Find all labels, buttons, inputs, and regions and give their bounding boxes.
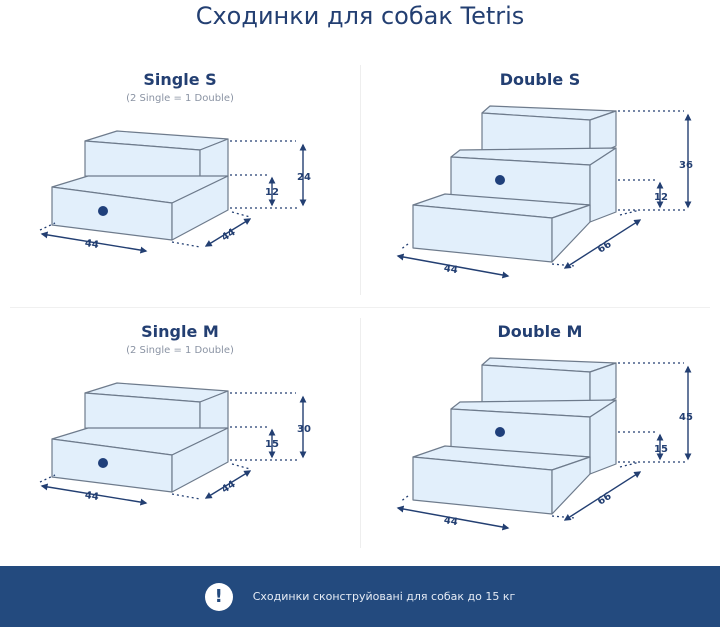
height-total-label: 36 — [679, 160, 693, 171]
card-title: Double S — [499, 70, 581, 89]
notice-text: Сходинки сконструйовані для собак до 15 … — [252, 590, 516, 603]
handle-dot — [98, 458, 108, 468]
card-double-s: Double S 36 12 44 66 — [360, 60, 720, 310]
depth-label: 44 — [220, 479, 238, 496]
double-steps-illustration: 36 12 44 66 — [396, 105, 693, 279]
divider — [10, 307, 710, 308]
depth-label: 44 — [220, 227, 238, 244]
step-height-label: 15 — [654, 444, 668, 455]
height-total-label: 45 — [679, 412, 693, 423]
exclamation-icon: ! — [204, 582, 233, 611]
width-label: 44 — [84, 490, 100, 503]
card-single-m: Single M (2 Single = 1 Double) 30 15 44 … — [0, 312, 360, 562]
width-label: 44 — [443, 263, 459, 276]
single-steps-illustration: 24 12 44 44 — [39, 130, 311, 254]
card-title: Double M — [497, 322, 583, 341]
width-label: 44 — [84, 238, 100, 251]
step-height-label: 15 — [265, 439, 279, 450]
card-single-s: Single S (2 Single = 1 Double) 24 12 44 … — [0, 60, 360, 310]
card-note: (2 Single = 1 Double) — [126, 345, 234, 356]
card-title: Single S — [143, 70, 217, 89]
divider — [360, 65, 361, 295]
divider — [360, 318, 361, 548]
card-title: Single M — [141, 322, 219, 341]
height-total-label: 24 — [297, 172, 311, 183]
card-note: (2 Single = 1 Double) — [126, 93, 234, 104]
single-steps-illustration: 30 15 44 44 — [39, 382, 311, 506]
handle-dot — [495, 427, 505, 437]
handle-dot — [495, 175, 505, 185]
page-title: Сходинки для собак Tetris — [195, 2, 525, 30]
height-total-label: 30 — [297, 424, 311, 435]
double-steps-illustration: 45 15 44 66 — [396, 357, 693, 531]
card-double-m: Double M 45 15 44 66 — [360, 312, 720, 562]
depth-label: 66 — [596, 239, 614, 256]
step-height-label: 12 — [654, 192, 668, 203]
step-height-label: 12 — [265, 187, 279, 198]
width-label: 44 — [443, 515, 459, 528]
weight-notice-banner: ! Сходинки сконструйовані для собак до 1… — [0, 566, 720, 627]
depth-label: 66 — [596, 491, 614, 508]
handle-dot — [98, 206, 108, 216]
